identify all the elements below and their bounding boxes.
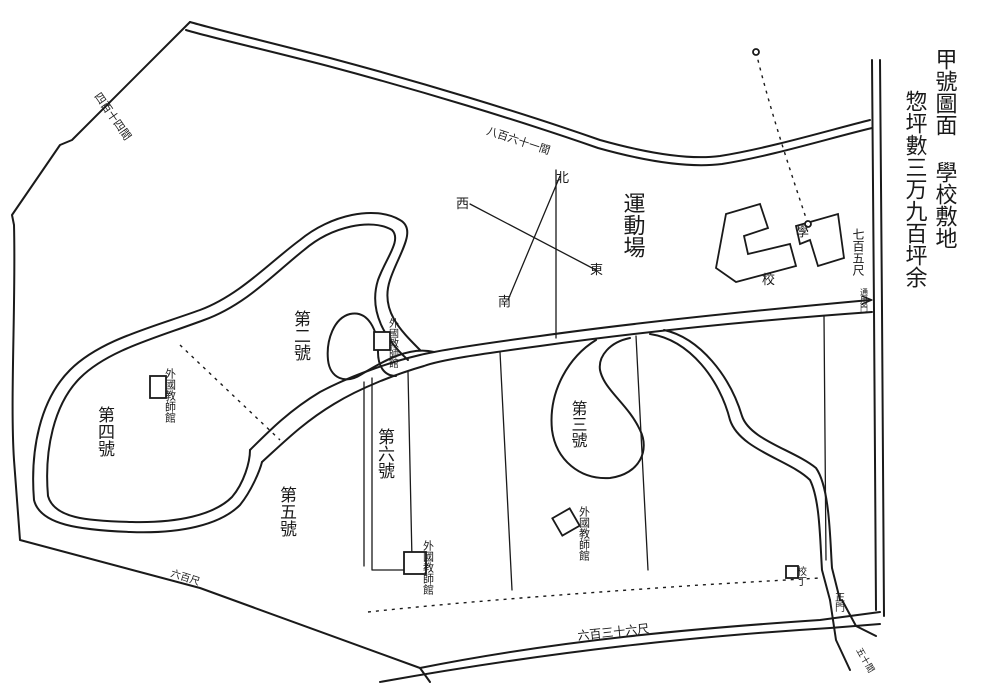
- site-boundary: [11, 21, 885, 683]
- compass-south: 南: [498, 294, 511, 310]
- teacher-house-north: [373, 331, 391, 351]
- lot-two-path: [326, 312, 435, 571]
- right-edge-measure: 七百五尺: [851, 228, 865, 277]
- watch-house: [785, 565, 799, 579]
- lot-five-label: 第五號: [276, 486, 297, 538]
- school-label-a: 學: [796, 225, 809, 240]
- watch-house-label: 校丁: [795, 565, 807, 586]
- title-line-1: 甲號圖面 學校敷地: [932, 48, 958, 249]
- teacher-house-middle-label: 外國教師館: [578, 506, 591, 562]
- teacher-house-middle: [551, 507, 581, 537]
- compass-rose: [469, 175, 597, 301]
- title-line-2: 惣坪數三万九百坪余: [902, 90, 928, 288]
- foreign-teacher-houses: [149, 331, 799, 579]
- school-label-b: 校: [762, 272, 775, 288]
- lot-six-label: 第六號: [374, 428, 395, 480]
- east-road: [649, 329, 841, 601]
- gate-markers: [829, 295, 877, 671]
- school-building: [715, 48, 845, 283]
- compass-north: 北: [556, 171, 569, 186]
- side-gate-label: 通用門: [860, 287, 869, 313]
- teacher-house-south-label: 外國教師館: [422, 540, 435, 596]
- sports-ground-label: 運動場: [620, 192, 646, 258]
- lot-four-label: 第四號: [94, 406, 115, 458]
- bottom-edge-measure: 六百三十六尺: [577, 622, 650, 643]
- bottom-right-corner-measure: 五十間: [853, 646, 877, 675]
- teacher-house-west-label: 外國教師館: [164, 368, 177, 424]
- main-road: [249, 299, 873, 463]
- lot-five-path: [32, 212, 421, 534]
- compass-west: 西: [456, 197, 469, 212]
- lot-three-label: 第三號: [569, 400, 588, 449]
- lot-dividers: [179, 51, 827, 613]
- teacher-house-south: [403, 551, 427, 575]
- lot-three-path: [550, 337, 645, 480]
- compass-east: 東: [590, 262, 603, 278]
- lot-two-label: 第二號: [290, 310, 311, 362]
- teacher-house-north-label: 外國教師館: [387, 318, 399, 369]
- teacher-house-west: [149, 375, 167, 399]
- gate-label: 正門: [833, 592, 845, 613]
